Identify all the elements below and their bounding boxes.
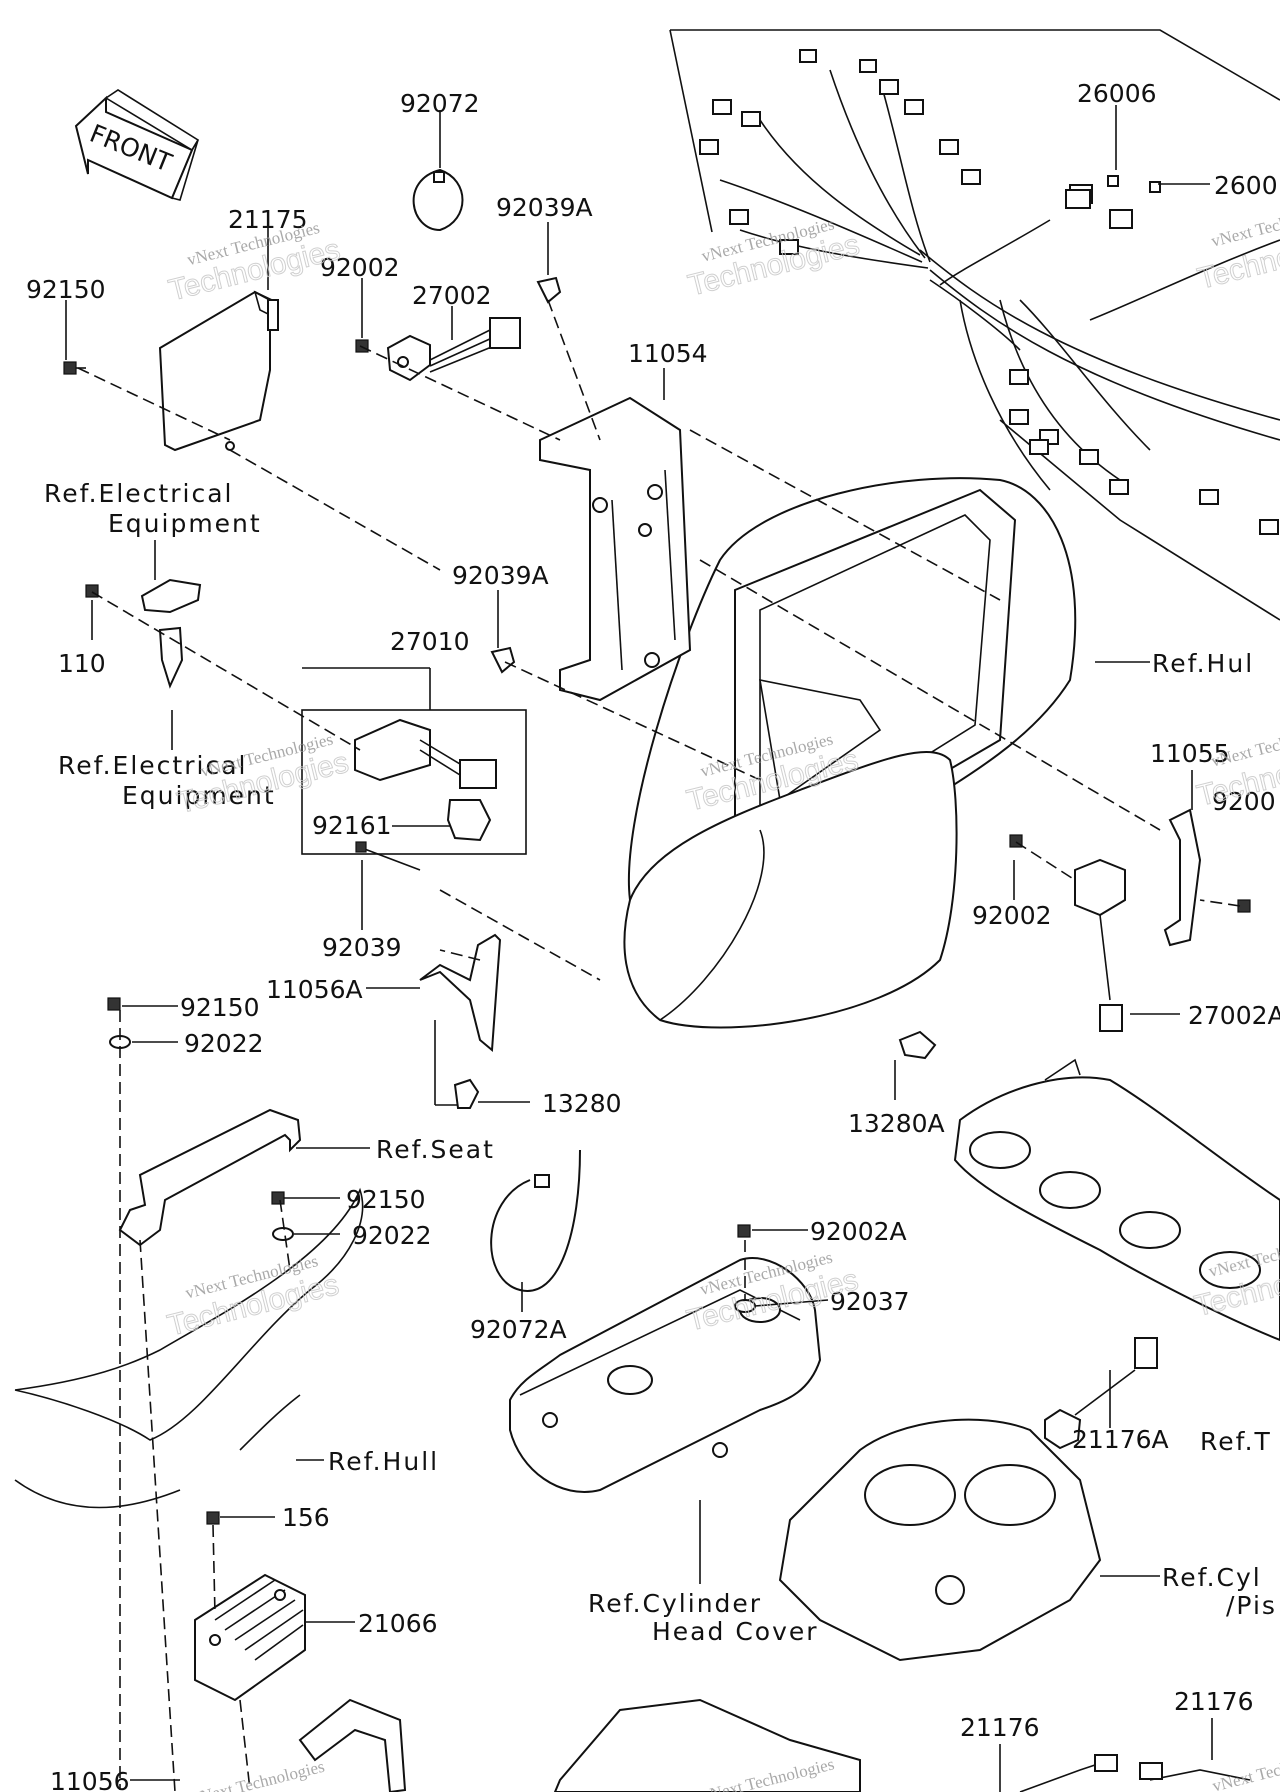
bracket-11056A [419,933,502,1106]
label-11056: 11056 [50,1767,130,1792]
bolt-92150-low [271,1191,285,1205]
label-21066: 21066 [358,1609,438,1638]
label-ref-electrical-2b: Equipment [122,781,276,810]
bolt-92039A-top [536,276,562,304]
part-labels: 92072 21175 92039A 92150 92002 27002 260… [26,79,1280,1792]
label-92072: 92072 [400,89,480,118]
sensor-21176 [1019,1754,1251,1792]
label-ref-hull-2: Ref.Hull [328,1447,439,1476]
electrical-pin-top [140,578,202,614]
label-92161: 92161 [312,811,392,840]
label-26006: 26006 [1077,79,1157,108]
bolt-92002A [737,1224,751,1238]
label-ref-electrical-2a: Ref.Electrical [58,751,247,780]
watermark-small-10: vNext Technologies [190,1757,326,1792]
label-21176A: 21176A [1072,1425,1169,1454]
label-156: 156 [282,1503,330,1532]
label-ref-t: Ref.T [1200,1427,1272,1456]
label-13280: 13280 [542,1089,622,1118]
washer-92022-low [272,1227,294,1241]
label-92022-low: 92022 [352,1221,432,1250]
strap-92072A [490,1149,581,1292]
intake-manifold [553,1698,861,1792]
label-ref-hull-1: Ref.Hul [1152,649,1254,678]
label-92150-low: 92150 [346,1185,426,1214]
sensor-21176A [1044,1337,1158,1450]
label-92039A-top: 92039A [496,193,593,222]
label-21176-a: 21176 [960,1713,1040,1742]
label-92037: 92037 [830,1287,910,1316]
bolt-92039A-mid [490,646,516,674]
label-9200-right: 9200 [1212,787,1276,816]
throttle-body [953,1058,1280,1342]
leader-lines [65,105,1213,1792]
guide-lines [77,299,1241,1792]
label-27010: 27010 [390,627,470,656]
label-ref-cyl-b: /Pis [1226,1591,1277,1620]
electrical-pin-low [158,626,184,689]
seat-bracket [118,1108,302,1247]
label-92039: 92039 [322,933,402,962]
wiring-harness [699,49,1280,535]
bolt-156 [206,1511,220,1525]
regulator-21066 [194,1573,306,1702]
label-ref-seat: Ref.Seat [376,1135,495,1164]
bracket-11054 [539,396,692,702]
relay-27002 [386,317,521,382]
label-ref-cyl: Ref.Cyl [1162,1563,1262,1592]
strap-92072 [412,168,464,232]
label-11056A: 11056A [266,975,363,1004]
label-21175: 21175 [228,205,308,234]
label-92039A-mid: 92039A [452,561,549,590]
bolt-92150-mid [107,997,121,1011]
bolt-92150-top [63,361,86,375]
bracket-11055 [1163,808,1202,947]
label-ref-electrical-1a: Ref.Electrical [44,479,233,508]
label-27002A: 27002A [1188,1001,1280,1030]
relay-27010 [301,709,527,855]
bolt-92039 [355,841,421,871]
label-92002A: 92002A [810,1217,907,1246]
watermark-small-3: vNext Technologies [1209,199,1280,250]
bolt-92002-top [355,339,369,353]
hull-opening [623,477,1077,1029]
label-21176-b: 21176 [1174,1687,1254,1716]
relay-27002A [1074,858,1126,1032]
label-11054: 11054 [628,339,708,368]
label-13280A: 13280A [848,1109,945,1138]
label-92022-mid: 92022 [184,1029,264,1058]
connector-26006 [1065,175,1161,209]
ecu-21175 [158,290,279,452]
label-ref-cylinder-head-b: Head Cover [652,1617,819,1646]
label-92002-top: 92002 [320,253,400,282]
front-arrow-icon: FRONT [74,89,200,201]
label-92150-mid: 92150 [180,993,260,1022]
label-110: 110 [58,649,106,678]
label-ref-electrical-1b: Equipment [108,509,262,538]
label-92072A: 92072A [470,1315,567,1344]
label-27002: 27002 [412,281,492,310]
cylinder-block [778,1418,1102,1662]
cylinder-head-cover [509,1257,822,1493]
clip-13280A [898,1030,937,1060]
label-ref-cylinder-head-a: Ref.Cylinder [588,1589,762,1618]
bracket-11056 [298,1698,407,1792]
label-92002-right: 92002 [972,901,1052,930]
label-11055: 11055 [1150,739,1230,768]
watermark-small-12: vNext Technologies [1210,1744,1280,1792]
hull-lower [14,1187,364,1509]
clip-13280 [453,1078,480,1109]
label-26006-b: 2600 [1214,171,1278,200]
label-92150-top: 92150 [26,275,106,304]
